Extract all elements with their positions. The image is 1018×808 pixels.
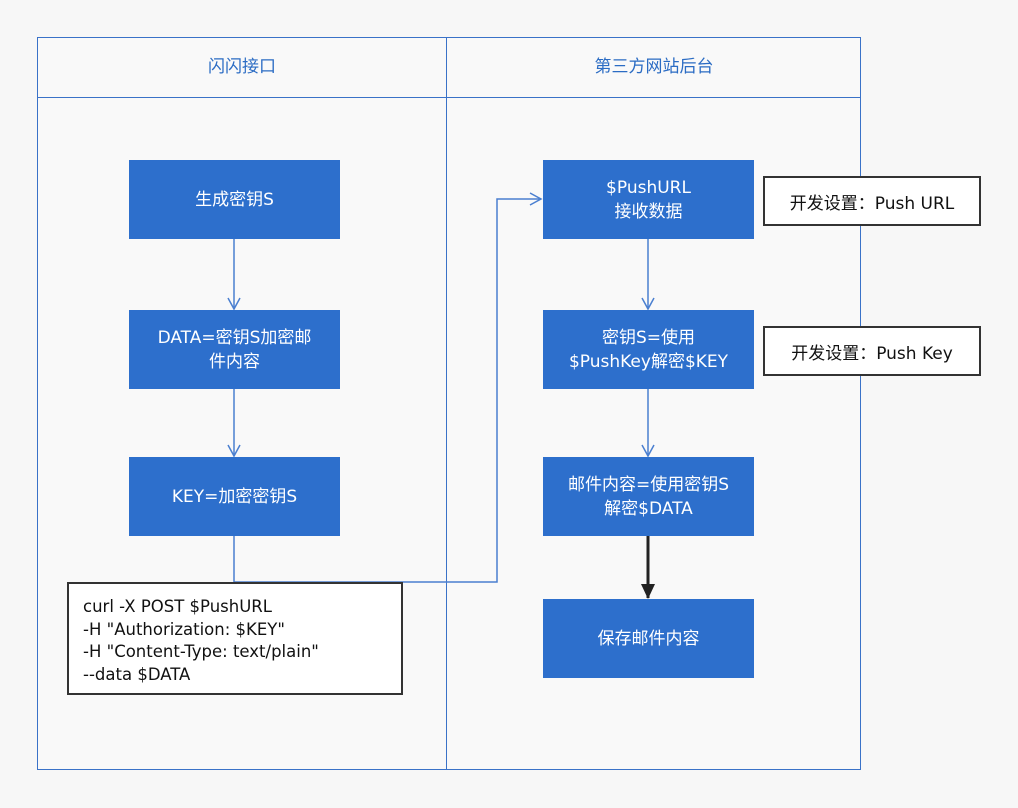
step-decrypt-mail: 邮件内容=使用密钥S 解密$DATA — [543, 457, 754, 536]
curl-command-note: curl -X POST $PushURL -H "Authorization:… — [67, 582, 403, 695]
swimlane-header-divider — [37, 97, 861, 98]
note-push-key: 开发设置：Push Key — [763, 326, 981, 376]
note-push-url: 开发设置：Push URL — [763, 176, 981, 226]
curl-line-3: -H "Content-Type: text/plain" — [83, 642, 319, 661]
step-receive-data: $PushURL 接收数据 — [543, 160, 754, 239]
curl-line-4: --data $DATA — [83, 664, 191, 684]
step-encrypt-mail: DATA=密钥S加密邮 件内容 — [129, 310, 340, 389]
curl-line-1: curl -X POST $PushURL — [83, 597, 272, 616]
lane-title-third-party-backend: 第三方网站后台 — [594, 57, 714, 77]
step-decrypt-key: 密钥S=使用 $PushKey解密$KEY — [543, 310, 754, 389]
step-generate-key: 生成密钥S — [129, 160, 340, 239]
swimlane-divider — [446, 37, 447, 770]
lane-title-shanshan-api: 闪闪接口 — [208, 57, 276, 77]
connector-key-to-receive — [233, 192, 543, 583]
curl-line-2: -H "Authorization: $KEY" — [83, 619, 285, 639]
step-encrypt-key: KEY=加密密钥S — [129, 457, 340, 536]
step-save-mail: 保存邮件内容 — [543, 599, 754, 678]
